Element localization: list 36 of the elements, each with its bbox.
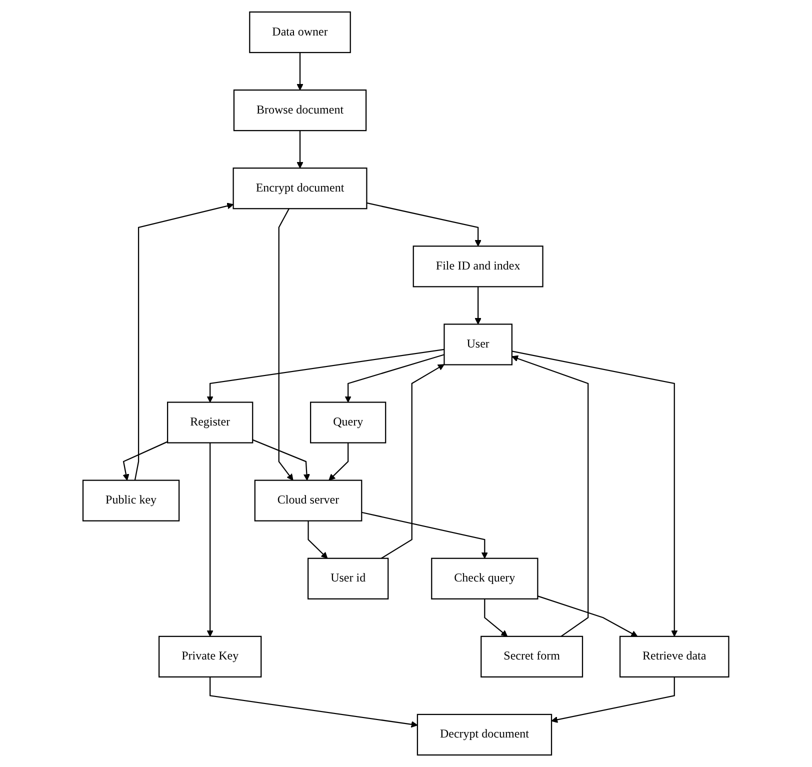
node-box: Secret form	[480, 636, 584, 678]
arrow	[296, 130, 304, 168]
arrow	[484, 598, 508, 637]
node-box: User	[444, 324, 513, 366]
arrow	[551, 676, 676, 723]
arrow	[344, 354, 444, 403]
arrow	[366, 202, 482, 246]
node-box: Data owner	[249, 11, 352, 54]
node-box: Browse document	[234, 90, 367, 132]
arrow	[296, 52, 304, 90]
arrow	[538, 596, 638, 637]
node-box: Decrypt document	[417, 714, 552, 756]
arrow	[362, 512, 488, 559]
node-box: Cloud server	[254, 480, 362, 522]
node-box: Retrieve data	[620, 636, 730, 678]
node-box: Register	[167, 402, 254, 444]
arrow	[122, 441, 168, 481]
arrow	[278, 208, 294, 481]
node-box: Public key	[82, 480, 180, 522]
arrow	[134, 202, 234, 480]
node-box: Query	[310, 402, 386, 444]
node-box: Check query	[431, 558, 538, 600]
arrow	[512, 355, 589, 637]
node-box: File ID and index	[412, 246, 544, 288]
arrow	[308, 520, 328, 559]
arrow	[474, 286, 482, 324]
arrow	[512, 350, 678, 637]
arrow	[210, 676, 418, 728]
arrow	[206, 348, 444, 403]
arrow	[252, 439, 310, 481]
node-box: Private Key	[158, 636, 262, 678]
arrow	[206, 442, 214, 637]
node-box: Encrypt document	[232, 168, 368, 210]
arrow	[381, 364, 445, 559]
node-box: User id	[308, 558, 389, 600]
arrow	[328, 442, 349, 481]
